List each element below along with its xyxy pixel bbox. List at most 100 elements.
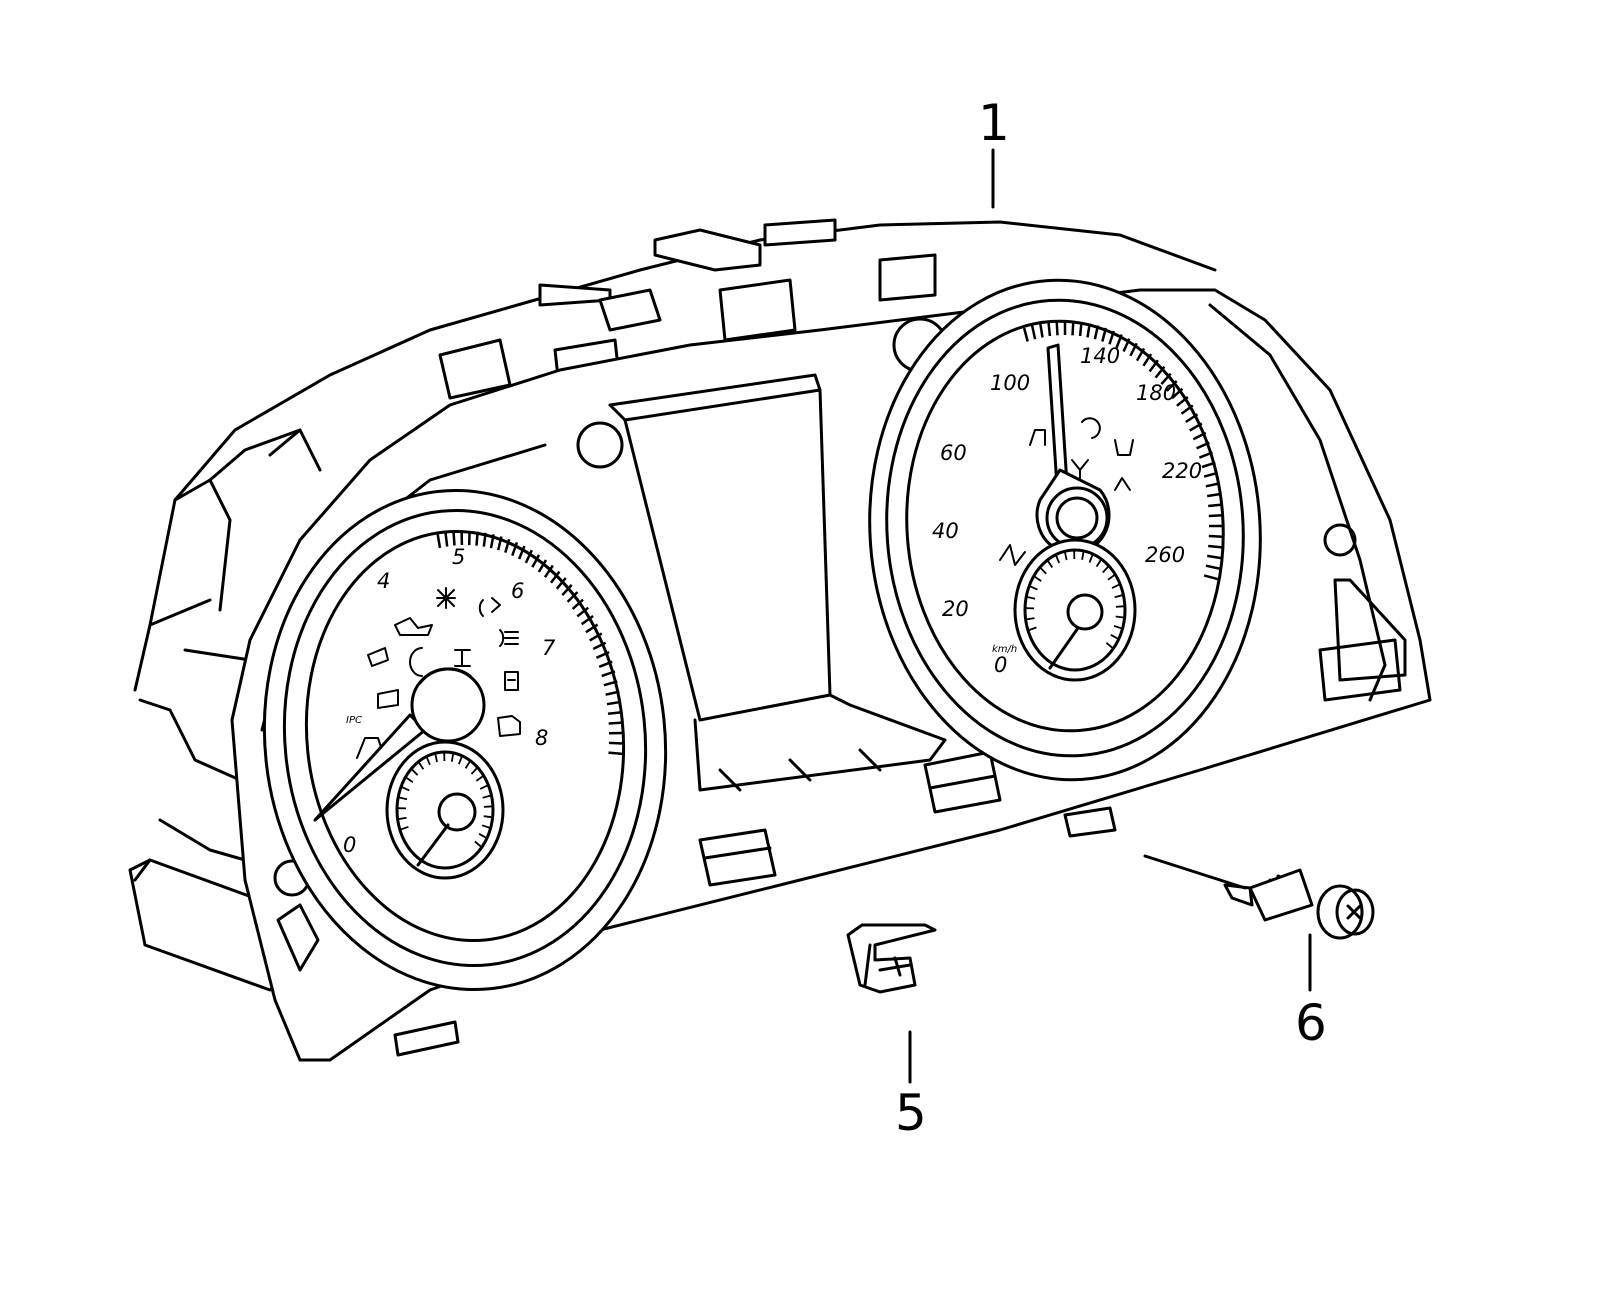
scale-tick [608,741,623,745]
scale-tick [531,554,541,568]
scale-tick [1171,387,1184,400]
ipc-badge: IPC [346,715,362,726]
sun-lamp-icon [436,587,456,609]
scale-tick [1189,422,1203,432]
scale-tick [1046,559,1054,568]
scale-tick [474,840,483,848]
scale-tick [1207,492,1222,498]
traction-icon [1114,477,1131,491]
scale-tick [470,766,479,775]
scale-tick [566,591,579,603]
scale-tick [550,570,561,584]
scale-tick [464,760,472,769]
scale-tick [475,531,479,546]
scale-tick [1115,334,1123,349]
scale-tick [1205,482,1220,488]
tach-label-5: 5 [452,545,465,569]
scale-tick [1205,564,1220,570]
speedometer-scale [1022,321,1223,581]
scale-tick [517,545,526,560]
scale-tick [1115,615,1125,619]
scale-tick [481,824,491,829]
tachometer: 0 4 5 6 7 8 IPC [262,488,668,992]
scale-tick [1086,323,1091,338]
scale-tick [585,623,599,634]
scale-tick [601,670,616,678]
scale-tick [1114,594,1124,599]
scale-tick [1196,441,1210,450]
scale-tick [603,680,618,687]
scale-tick [1165,380,1178,392]
scale-tick [543,564,554,578]
scale-tick [1027,626,1037,632]
scale-tick [511,541,519,557]
tach-label-6: 6 [511,579,524,603]
scale-tick [1102,565,1110,574]
warning-icon [1071,459,1089,479]
scale-tick [1047,321,1052,337]
esp-icon [1081,417,1101,439]
scale-tick [475,774,485,782]
fuel-icon [504,671,519,691]
fog-lamp-icon [478,597,501,617]
scale-tick [417,761,425,770]
scale-tick [1039,566,1047,575]
scale-tick [1026,595,1036,600]
speed-label-140: 140 [1080,344,1120,368]
scale-tick [561,584,573,597]
scale-tick [1071,321,1075,336]
scale-tick [489,534,495,549]
scale-tick [595,650,610,659]
scale-tick [1201,461,1216,469]
callout-6: 6 [1295,994,1327,1052]
battery-icon [377,689,399,709]
callout-5: 5 [895,1084,927,1142]
scale-tick [1107,573,1116,581]
clip-part [846,923,937,994]
speed-label-180: 180 [1136,381,1176,405]
scale-tick [1176,396,1189,407]
scale-tick [592,641,607,651]
scale-tick [479,784,489,790]
scale-tick [410,768,419,776]
scale-tick [576,606,589,618]
speed-label-0: 0 [994,653,1007,677]
scale-tick [589,632,603,642]
scale-tick [483,805,493,808]
scale-tick [1054,554,1061,564]
scale-tick [436,533,442,549]
tach-label-8: 8 [535,726,548,750]
bulb-icon [409,647,423,677]
scale-tick [1095,558,1103,568]
scale-tick [1113,625,1123,630]
scale-tick [1208,503,1223,508]
scale-tick [606,700,622,706]
scale-tick [1030,325,1037,340]
scale-tick [1135,347,1146,362]
scale-tick [1110,634,1120,640]
scale-tick [1129,342,1138,357]
scale-tick [1063,551,1068,561]
scale-tick [1033,575,1042,582]
scale-tick [444,532,449,547]
scale-tick [608,721,623,725]
callout-1: 1 [978,94,1010,152]
scale-tick [605,690,620,696]
tach-label-7: 7 [542,636,556,660]
scale-tick [1207,554,1222,560]
speedometer-sub-dial [1013,538,1137,682]
tachometer-scale [436,530,624,756]
scale-tick [450,752,455,762]
scale-tick [504,538,511,553]
scale-tick [607,710,623,716]
scale-tick [400,785,410,792]
scale-tick [1208,544,1223,549]
scale-tick [482,532,487,547]
scale-tick [458,755,463,765]
scale-tick [1101,327,1108,342]
scale-tick [524,549,533,564]
seatbelt-icon [1029,429,1046,446]
tach-label-4: 4 [377,569,390,593]
screw-part [1223,868,1375,940]
